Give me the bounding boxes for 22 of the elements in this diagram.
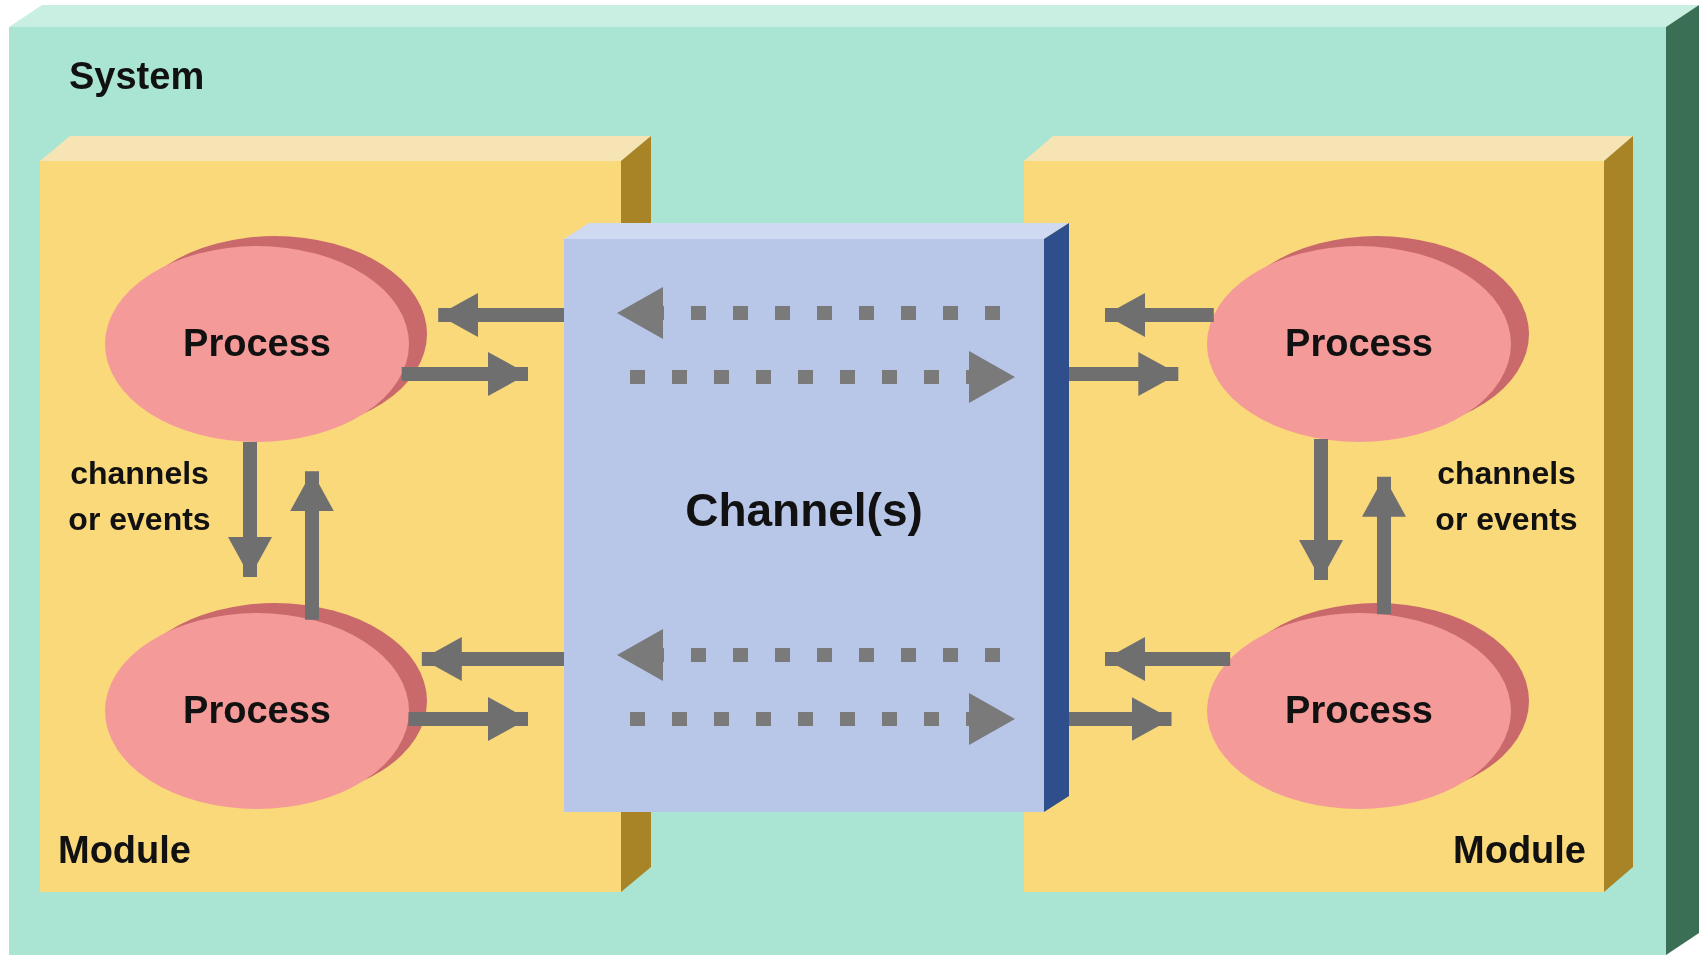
process-label: Process (182, 688, 332, 732)
connector-note: channels or events (67, 454, 212, 540)
arrow (1105, 637, 1231, 681)
arrow (1299, 438, 1343, 581)
arrow (421, 637, 564, 681)
module-label: Module (1453, 829, 1586, 872)
arrow (290, 471, 334, 620)
arrow (1069, 697, 1172, 741)
process-label: Process (1284, 688, 1434, 732)
arrow (408, 697, 528, 741)
arrow (1362, 476, 1406, 615)
module-label: Module (58, 829, 191, 872)
arrow (1069, 352, 1179, 396)
arrow (1105, 293, 1214, 337)
channel-label: Channel(s) (684, 483, 924, 538)
arrow (438, 293, 564, 337)
connector-note: channels or events (1434, 454, 1579, 540)
arrow (228, 441, 272, 578)
arrow (401, 352, 528, 396)
process-label: Process (182, 321, 332, 365)
system-title: System (69, 55, 205, 98)
process-label: Process (1284, 321, 1434, 365)
